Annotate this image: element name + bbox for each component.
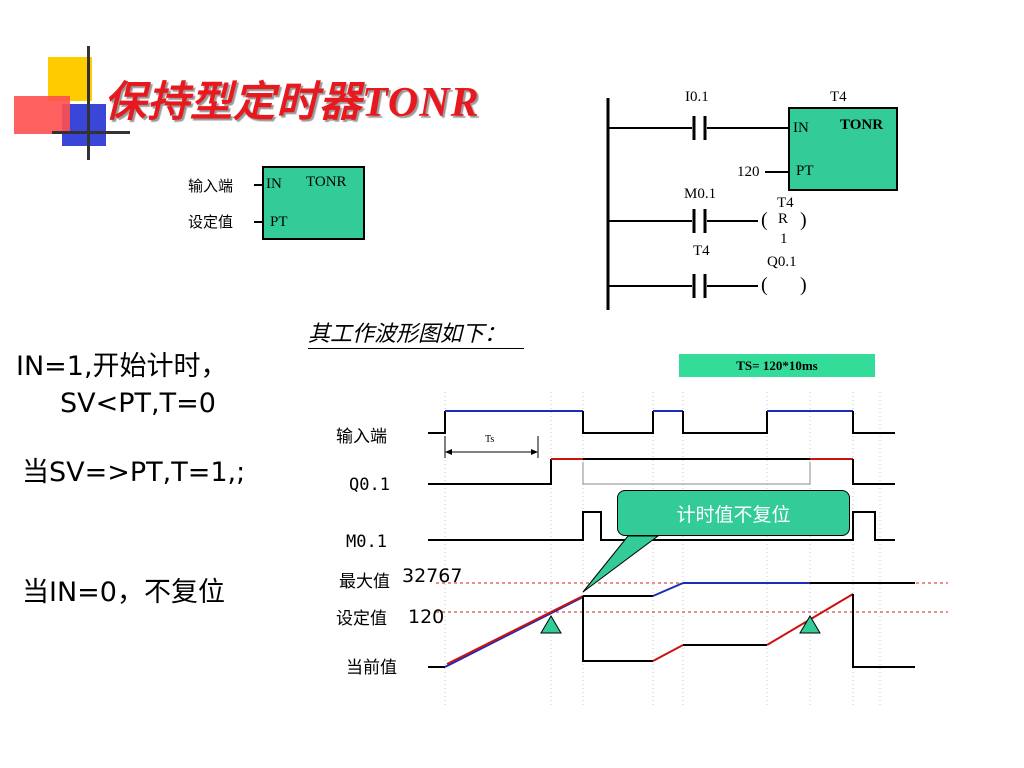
ladder-reset-coil-open: ( bbox=[761, 209, 768, 231]
note-line4: 当IN=0，不复位 bbox=[22, 577, 225, 608]
ts-marker bbox=[444, 436, 539, 458]
block-type: TONR bbox=[306, 174, 347, 190]
timing-label-q: Q0.1 bbox=[349, 475, 390, 495]
callout-text: 计时值不复位 bbox=[676, 503, 791, 526]
ladder-reset-count: 1 bbox=[780, 231, 788, 247]
time-gridlines bbox=[444, 392, 881, 705]
ladder-in-pin: IN bbox=[793, 120, 809, 136]
current-value-trace bbox=[428, 582, 915, 668]
note-line3: 当SV=>PT,T=1,; bbox=[22, 457, 246, 488]
preset-markers bbox=[540, 615, 821, 634]
block-in-label: 输入端 bbox=[188, 177, 234, 195]
title-cn: 保持型定时器 bbox=[104, 77, 363, 126]
timing-label-m: M0.1 bbox=[346, 532, 387, 552]
note-line2: SV<PT,T=0 bbox=[60, 388, 216, 419]
ts-box-text: TS= 120*10ms bbox=[736, 357, 818, 373]
input-trace bbox=[428, 410, 895, 434]
ts-marker-label: Ts bbox=[485, 434, 495, 445]
timing-diagram bbox=[428, 392, 948, 705]
ladder-type: TONR bbox=[840, 117, 884, 133]
block-in-pin: IN bbox=[266, 176, 282, 192]
q-trace bbox=[428, 458, 895, 485]
title-en: TONR bbox=[362, 80, 480, 126]
block-in-stub bbox=[254, 184, 264, 186]
block-pt-pin: PT bbox=[270, 214, 288, 230]
ladder-reset-coil: R bbox=[778, 211, 789, 227]
timing-label-input: 输入端 bbox=[336, 427, 387, 447]
tonr-block bbox=[262, 166, 365, 240]
m-trace bbox=[428, 511, 895, 541]
page-title: 保持型定时器TONR bbox=[104, 68, 480, 129]
block-pt-stub bbox=[254, 221, 264, 223]
ladder-reset-coil-close: ) bbox=[800, 209, 807, 231]
ladder-output-coil-open: ( bbox=[761, 274, 768, 296]
timing-label-max: 最大值 bbox=[339, 572, 390, 592]
ladder-tonr-block bbox=[788, 107, 898, 191]
ladder-output-label: Q0.1 bbox=[767, 254, 797, 270]
deco-red-square bbox=[14, 96, 70, 134]
ladder-pt-value: 120 bbox=[737, 164, 760, 180]
reference-lines bbox=[436, 582, 948, 613]
ladder-reset-target: T4 bbox=[777, 195, 794, 211]
timing-label-preset: 设定值 bbox=[336, 609, 387, 629]
timing-label-current: 当前值 bbox=[346, 658, 397, 678]
preset-value: 120 bbox=[408, 606, 445, 628]
deco-hline bbox=[52, 131, 130, 134]
ladder-output-coil-close: ) bbox=[800, 274, 807, 296]
note-line1: IN=1,开始计时， bbox=[16, 351, 228, 382]
ladder-timer-label: T4 bbox=[830, 89, 847, 105]
ladder-diagram bbox=[606, 98, 790, 310]
callout-bubble: 计时值不复位 bbox=[617, 490, 850, 536]
ladder-contact3-label: T4 bbox=[693, 243, 710, 259]
ladder-contact1-label: I0.1 bbox=[685, 89, 709, 105]
ladder-pt-pin: PT bbox=[796, 163, 814, 179]
ts-box: TS= 120*10ms bbox=[679, 354, 875, 377]
max-value: 32767 bbox=[402, 565, 463, 587]
ladder-contact2-label: M0.1 bbox=[684, 186, 717, 202]
waveform-heading: 其工作波形图如下： bbox=[308, 316, 525, 349]
deco-yellow-square bbox=[48, 57, 92, 101]
block-pt-label: 设定值 bbox=[188, 213, 234, 231]
callout-tail bbox=[582, 535, 660, 593]
deco-vline bbox=[87, 46, 90, 160]
